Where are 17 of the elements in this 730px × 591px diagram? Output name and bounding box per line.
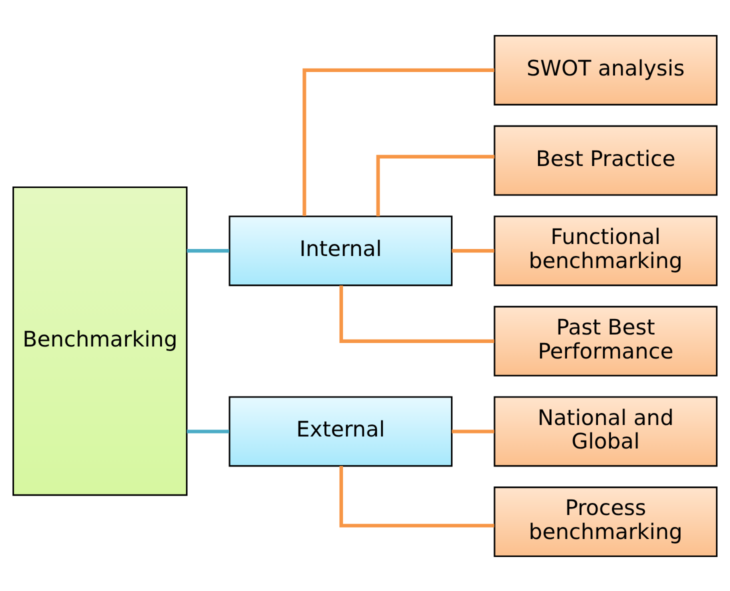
node-box: National and Global [494, 396, 718, 466]
connector [186, 248, 230, 252]
connector [452, 429, 494, 433]
node-box: Process benchmarking [494, 486, 718, 557]
node-box: Internal [228, 215, 453, 286]
connector [339, 285, 494, 342]
node-box: Functional benchmarking [494, 215, 718, 286]
connector [186, 429, 230, 433]
connector [302, 68, 494, 216]
node-box: Best Practice [494, 124, 718, 196]
connector [376, 154, 495, 216]
node-box: Past Best Performance [494, 305, 718, 376]
connector [452, 248, 494, 252]
node-box: Benchmarking [12, 186, 188, 496]
node-box: SWOT analysis [494, 34, 718, 105]
connector [339, 466, 494, 527]
node-box: External [228, 396, 453, 466]
